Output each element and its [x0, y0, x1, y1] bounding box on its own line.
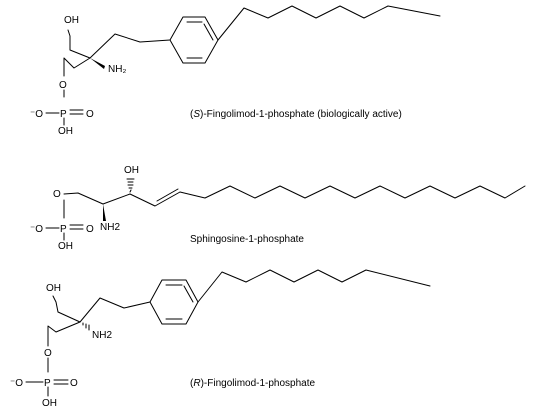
- molecule-1-bonds: [45, 5, 441, 126]
- phosphate-negative-oxygen-label: ⁻O: [30, 224, 43, 235]
- molecule-3-bonds: [25, 269, 431, 397]
- amine-label: NH2: [100, 222, 120, 233]
- molecule-s-fingolimod-phosphate: OH NH₂ O ⁻O P O OH (S)-Fingolimod-1-phos…: [30, 5, 441, 137]
- phosphorus-label: P: [60, 109, 67, 120]
- ester-oxygen-label: O: [44, 348, 52, 359]
- molecule-2-caption: Sphingosine-1-phosphate: [190, 234, 304, 245]
- molecule-3-caption: (R)-Fingolimod-1-phosphate: [190, 378, 316, 389]
- phosphate-negative-oxygen-label: ⁻O: [10, 378, 23, 389]
- phosphate-hydroxyl-label: OH: [42, 398, 57, 409]
- amine-label: NH₂: [108, 64, 126, 75]
- phosphate-double-oxygen-label: O: [86, 224, 94, 235]
- phosphate-double-oxygen-label: O: [70, 378, 78, 389]
- hydroxyl-label: OH: [46, 283, 61, 294]
- phosphorus-label: P: [44, 378, 51, 389]
- phosphate-hydroxyl-label: OH: [58, 241, 73, 252]
- molecule-2-bonds: [45, 178, 526, 241]
- phosphorus-label: P: [60, 224, 67, 235]
- phosphate-double-oxygen-label: O: [86, 109, 94, 120]
- hydroxyl-label: OH: [64, 15, 79, 26]
- phosphate-hydroxyl-label: OH: [58, 126, 73, 137]
- molecule-r-fingolimod-phosphate: OH NH2 O ⁻O P O OH (R)-Fingolimod-1-phos…: [10, 269, 431, 409]
- hydroxyl-label: OH: [124, 165, 139, 176]
- phosphate-negative-oxygen-label: ⁻O: [30, 109, 43, 120]
- ester-oxygen-label: O: [53, 189, 61, 200]
- amine-label: NH2: [92, 330, 112, 341]
- ester-oxygen-label: O: [59, 80, 67, 91]
- molecule-1-caption: (S)-Fingolimod-1-phosphate (biologically…: [190, 109, 402, 120]
- molecule-sphingosine-phosphate: O OH NH2 ⁻O P O OH Sphingosine-1-phospha…: [30, 165, 526, 252]
